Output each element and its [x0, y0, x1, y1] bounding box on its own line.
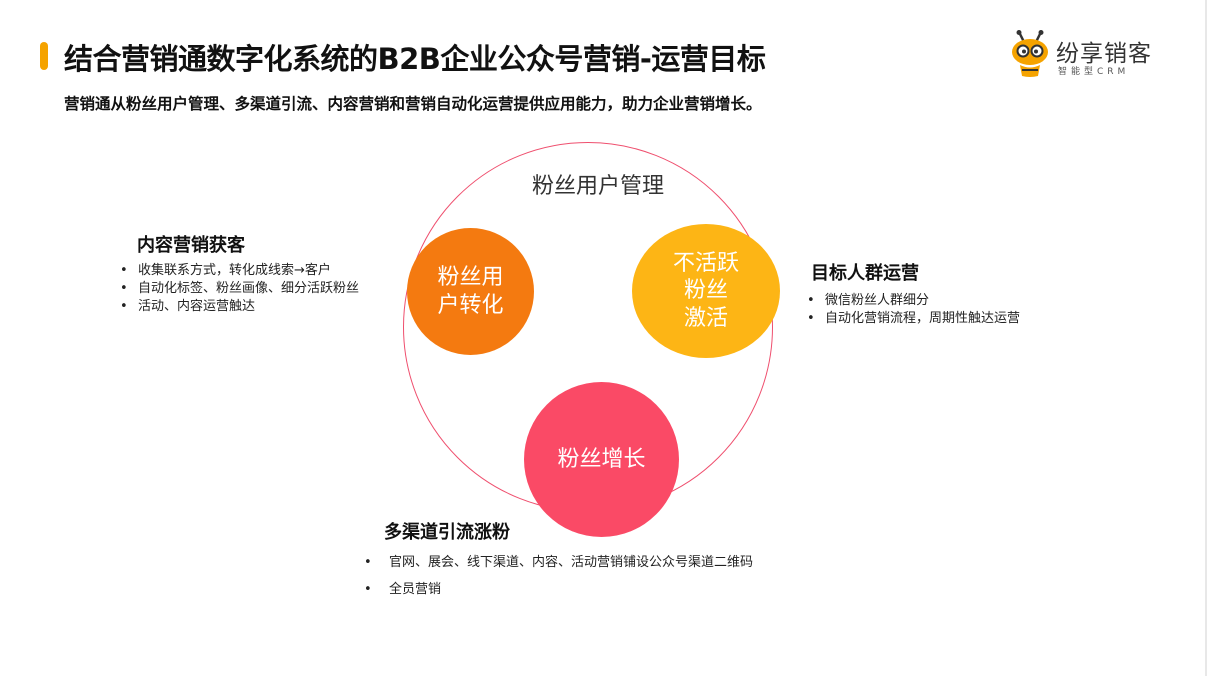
page-title: 结合营销通数字化系统的B2B企业公众号营销-运营目标 [64, 42, 766, 76]
brand-logo: 纷享销客 智能型CRM [1008, 30, 1173, 80]
multichannel-list: 官网、展会、线下渠道、内容、活动营销铺设公众号渠道二维码 全员营销 [364, 552, 753, 606]
title-accent-bar [40, 42, 48, 70]
reactivation-label-line1: 不活跃 [672, 250, 739, 276]
fan-conversion-node: 粉丝用 户转化 [407, 228, 534, 355]
list-item: 全员营销 [364, 579, 753, 606]
inactive-fan-reactivation-node: 不活跃 粉丝 激活 [632, 224, 780, 358]
fan-growth-label: 粉丝增长 [557, 446, 646, 472]
content-marketing-list: 收集联系方式，转化成线索→客户 自动化标签、粉丝画像、细分活跃粉丝 活动、内容运… [120, 262, 359, 316]
target-audience-list: 微信粉丝人群细分 自动化营销流程，周期性触达运营 [807, 292, 1020, 328]
multichannel-title: 多渠道引流涨粉 [384, 522, 510, 543]
content-marketing-title: 内容营销获客 [137, 235, 245, 256]
fan-management-label: 粉丝用户管理 [532, 174, 665, 199]
reactivation-label-line2: 粉丝 [683, 278, 728, 304]
bee-mascot-icon [1012, 30, 1048, 77]
fan-conversion-label-line1: 粉丝用 [437, 265, 504, 290]
logo-name: 纷享销客 [1056, 41, 1152, 67]
list-item: 收集联系方式，转化成线索→客户 [120, 262, 359, 280]
logo-tagline: 智能型CRM [1058, 67, 1130, 77]
list-item: 自动化标签、粉丝画像、细分活跃粉丝 [120, 280, 359, 298]
list-item: 自动化营销流程，周期性触达运营 [807, 310, 1020, 328]
reactivation-label-line3: 激活 [683, 305, 728, 331]
target-audience-title: 目标人群运营 [811, 263, 919, 284]
list-item: 活动、内容运营触达 [120, 298, 359, 316]
page-subtitle: 营销通从粉丝用户管理、多渠道引流、内容营销和营销自动化运营提供应用能力，助力企业… [64, 95, 762, 113]
list-item: 官网、展会、线下渠道、内容、活动营销铺设公众号渠道二维码 [364, 552, 753, 579]
list-item: 微信粉丝人群细分 [807, 292, 1020, 310]
fan-conversion-label-line2: 户转化 [437, 292, 504, 318]
page-edge-divider [1205, 0, 1207, 676]
fan-growth-node: 粉丝增长 [524, 382, 679, 537]
